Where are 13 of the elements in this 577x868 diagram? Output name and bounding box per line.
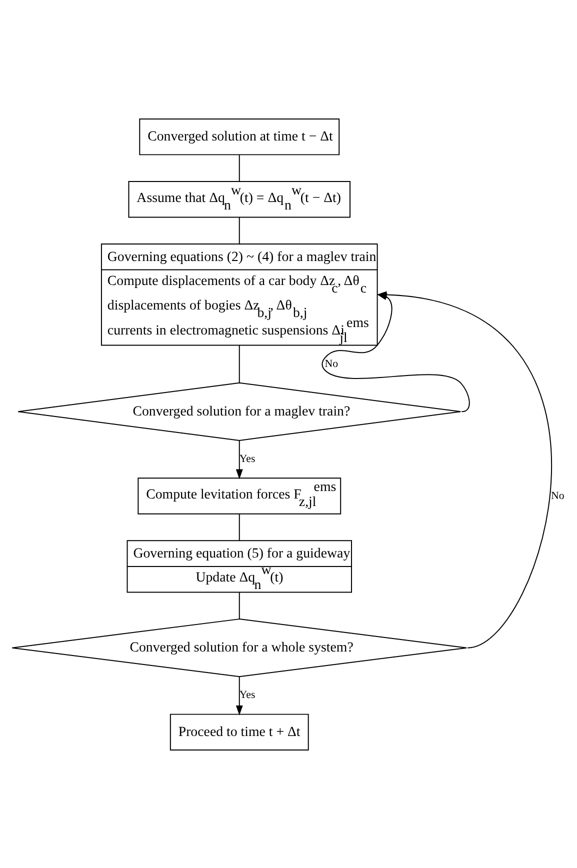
node-box: Converged solution at time t − Δt (139, 118, 340, 155)
connector (238, 216, 240, 244)
node-diamond: Converged solution for a whole system? (12, 618, 468, 677)
connector (238, 512, 240, 540)
connector (238, 344, 240, 383)
edge-label: No (550, 489, 564, 502)
edge-label: No (324, 357, 338, 370)
node-diamond: Converged solution for a maglev train? (18, 382, 462, 440)
connector (238, 592, 240, 619)
arrow (236, 440, 243, 479)
connector (238, 154, 240, 182)
node-box: Proceed to time t + Δt (170, 713, 309, 750)
arrow (236, 676, 243, 715)
